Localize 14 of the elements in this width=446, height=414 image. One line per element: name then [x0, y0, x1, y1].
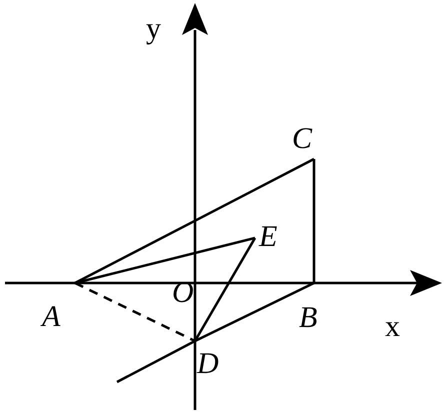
axis-label: x [385, 312, 400, 342]
point-label: E [259, 222, 278, 252]
axis-label: y [146, 14, 161, 44]
line-segment [194, 237, 256, 342]
line-segment [116, 340, 196, 384]
point-label: A [42, 302, 60, 332]
line-segment [194, 282, 315, 342]
line-segment [74, 158, 315, 284]
line-segment [312, 159, 316, 283]
line-segment [74, 236, 256, 284]
point-label: B [299, 303, 318, 333]
point-label: D [197, 349, 219, 379]
dashed-line [74, 282, 196, 342]
point-label: C [292, 124, 312, 154]
